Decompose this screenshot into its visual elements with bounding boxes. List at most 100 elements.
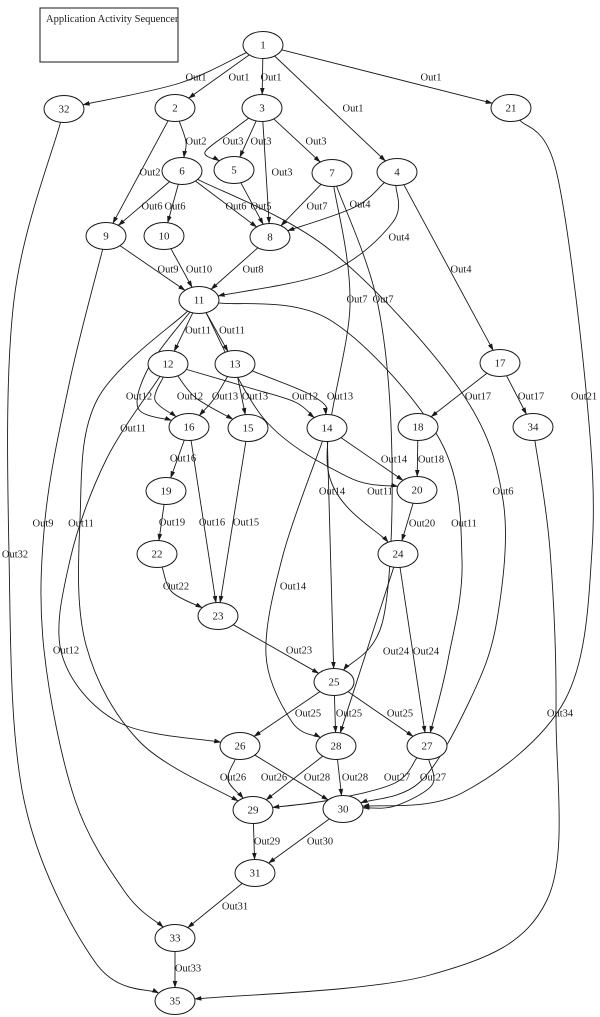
node-10: 10 <box>143 222 185 250</box>
edge-24-27 <box>399 567 427 734</box>
node-label-2: 2 <box>172 103 178 115</box>
node-label-13: 13 <box>230 359 242 371</box>
edge-label-4-17: Out4 <box>451 265 473 276</box>
node-label-30: 30 <box>338 804 350 816</box>
edge-label-13-14: Out13 <box>327 392 353 403</box>
edge-label-28-30: Out28 <box>342 773 368 784</box>
edge-label-2-9: Out2 <box>140 168 161 179</box>
edge-28-30 <box>337 759 344 797</box>
edge-label-27-29: Out27 <box>384 773 410 784</box>
node-3: 3 <box>241 94 283 122</box>
edge-6-10 <box>167 184 179 224</box>
node-6: 6 <box>161 157 203 185</box>
edge-label-23-25: Out23 <box>286 646 312 657</box>
node-19: 19 <box>145 477 187 505</box>
node-ellipse-28 <box>315 732 357 760</box>
edge-label-1-4: Out1 <box>343 104 364 115</box>
edge-16-19 <box>170 439 185 479</box>
node-ellipse-31 <box>234 859 276 887</box>
edge-label-12-26: Out12 <box>53 646 79 657</box>
edge-label-26-29: Out26 <box>220 773 246 784</box>
node-ellipse-16 <box>168 413 210 441</box>
node-label-8: 8 <box>267 232 273 244</box>
edge-label-29-31: Out29 <box>254 837 280 848</box>
edge-label-28-29: Out28 <box>304 773 330 784</box>
node-label-32: 32 <box>59 104 70 116</box>
edge-label-19-22: Out19 <box>159 518 185 529</box>
edge-label-11-27: Out11 <box>451 519 477 530</box>
edge-10-11 <box>170 248 193 288</box>
edge-label-6-9: Out6 <box>142 202 163 213</box>
edge-4-17 <box>403 184 494 351</box>
node-8: 8 <box>249 223 291 251</box>
edge-32-35 <box>7 122 160 994</box>
edge-25-28 <box>333 695 338 734</box>
edge-1-21 <box>281 49 493 104</box>
node-ellipse-13 <box>214 350 256 378</box>
edge-18-20 <box>414 440 420 478</box>
edge-11-16 <box>136 311 191 421</box>
node-label-3: 3 <box>259 103 265 115</box>
node-label-35: 35 <box>170 996 182 1008</box>
node-ellipse-17 <box>479 349 521 377</box>
edge-label-12-15: Out12 <box>177 392 203 403</box>
edge-label-14-28: Out14 <box>280 582 307 593</box>
edge-15-23 <box>218 441 247 604</box>
node-27: 27 <box>406 732 448 760</box>
edge-3-7 <box>273 118 321 163</box>
node-ellipse-27 <box>406 732 448 760</box>
node-ellipse-33 <box>154 924 196 952</box>
node-13: 13 <box>214 350 256 378</box>
node-16: 16 <box>168 413 210 441</box>
node-label-19: 19 <box>161 486 173 498</box>
edge-label-24-28: Out24 <box>383 647 410 658</box>
node-ellipse-14 <box>306 414 348 442</box>
edge-8-11 <box>210 247 259 290</box>
node-label-17: 17 <box>495 358 507 370</box>
node-ellipse-1 <box>242 31 284 59</box>
node-label-11: 11 <box>194 295 205 307</box>
node-ellipse-29 <box>232 796 274 824</box>
edge-6-8 <box>195 180 258 228</box>
node-label-1: 1 <box>260 40 266 52</box>
edge-12-14 <box>186 368 315 418</box>
node-label-9: 9 <box>103 231 109 243</box>
edge-label-14-25: Out14 <box>319 487 346 498</box>
node-12: 12 <box>147 350 189 378</box>
node-ellipse-12 <box>147 350 189 378</box>
node-ellipse-6 <box>161 157 203 185</box>
node-ellipse-35 <box>154 987 196 1015</box>
edge-label-22-23: Out22 <box>163 582 189 593</box>
edge-1-4 <box>274 55 386 162</box>
node-ellipse-26 <box>219 732 261 760</box>
node-2: 2 <box>154 94 196 122</box>
node-label-28: 28 <box>331 741 343 753</box>
node-ellipse-20 <box>396 476 438 504</box>
edge-label-14-20: Out14 <box>381 455 408 466</box>
edge-34-35 <box>194 440 560 1001</box>
node-ellipse-7 <box>311 159 353 187</box>
node-ellipse-32 <box>43 95 85 123</box>
edge-27-30 <box>362 759 435 810</box>
edge-label-1-32: Out1 <box>186 73 207 84</box>
node-ellipse-11 <box>178 286 220 314</box>
edge-16-23 <box>190 440 218 604</box>
node-11: 11 <box>178 286 220 314</box>
edge-label-11-29: Out11 <box>68 519 94 530</box>
edge-1-32 <box>82 52 247 106</box>
edge-label-2-6: Out2 <box>186 137 207 148</box>
edge-label-13-16: Out13 <box>212 392 238 403</box>
edge-label-33-35: Out33 <box>175 964 201 975</box>
node-ellipse-4 <box>376 158 418 186</box>
edge-label-13-15: Out13 <box>242 392 268 403</box>
edge-3-5 <box>239 120 257 158</box>
node-label-7: 7 <box>329 168 335 180</box>
node-label-33: 33 <box>170 933 182 945</box>
edge-22-23 <box>161 566 203 609</box>
edge-label-6-30: Out6 <box>493 487 514 498</box>
edge-25-26 <box>253 691 321 737</box>
edge-label-3-8: Out3 <box>272 168 293 179</box>
edge-26-30 <box>254 754 329 801</box>
edge-24-28 <box>339 567 395 734</box>
